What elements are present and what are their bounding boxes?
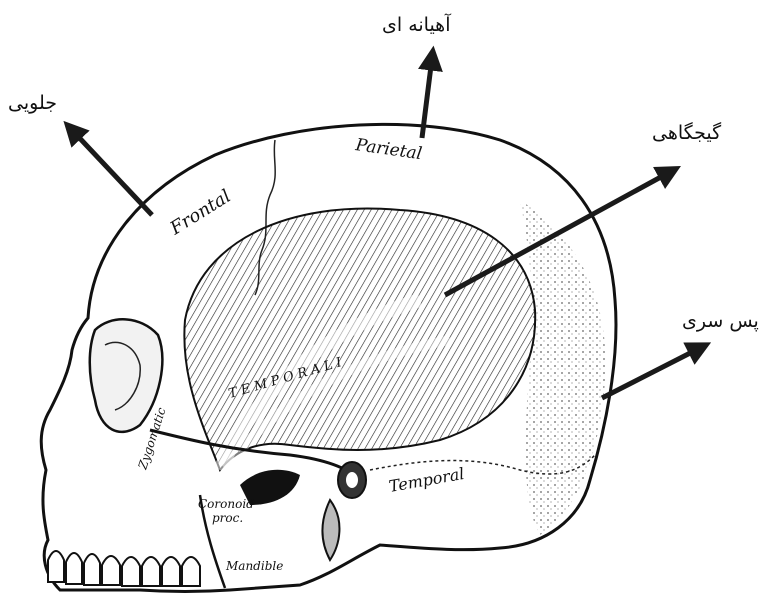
- label-temporal: گیجگاهی: [652, 122, 721, 144]
- engraving-mandible: Mandible: [225, 559, 283, 573]
- label-occipital: پس سری: [682, 310, 759, 332]
- engraving-coronoid: Coronoid: [198, 497, 254, 511]
- label-frontal: جلویی: [8, 92, 57, 114]
- label-parietal: آهیانه ای: [382, 14, 451, 36]
- engraving-proc: proc.: [212, 511, 243, 525]
- arrow-occipital: [602, 348, 700, 398]
- external-acoustic-meatus: [338, 462, 366, 498]
- arrow-frontal: [72, 130, 152, 215]
